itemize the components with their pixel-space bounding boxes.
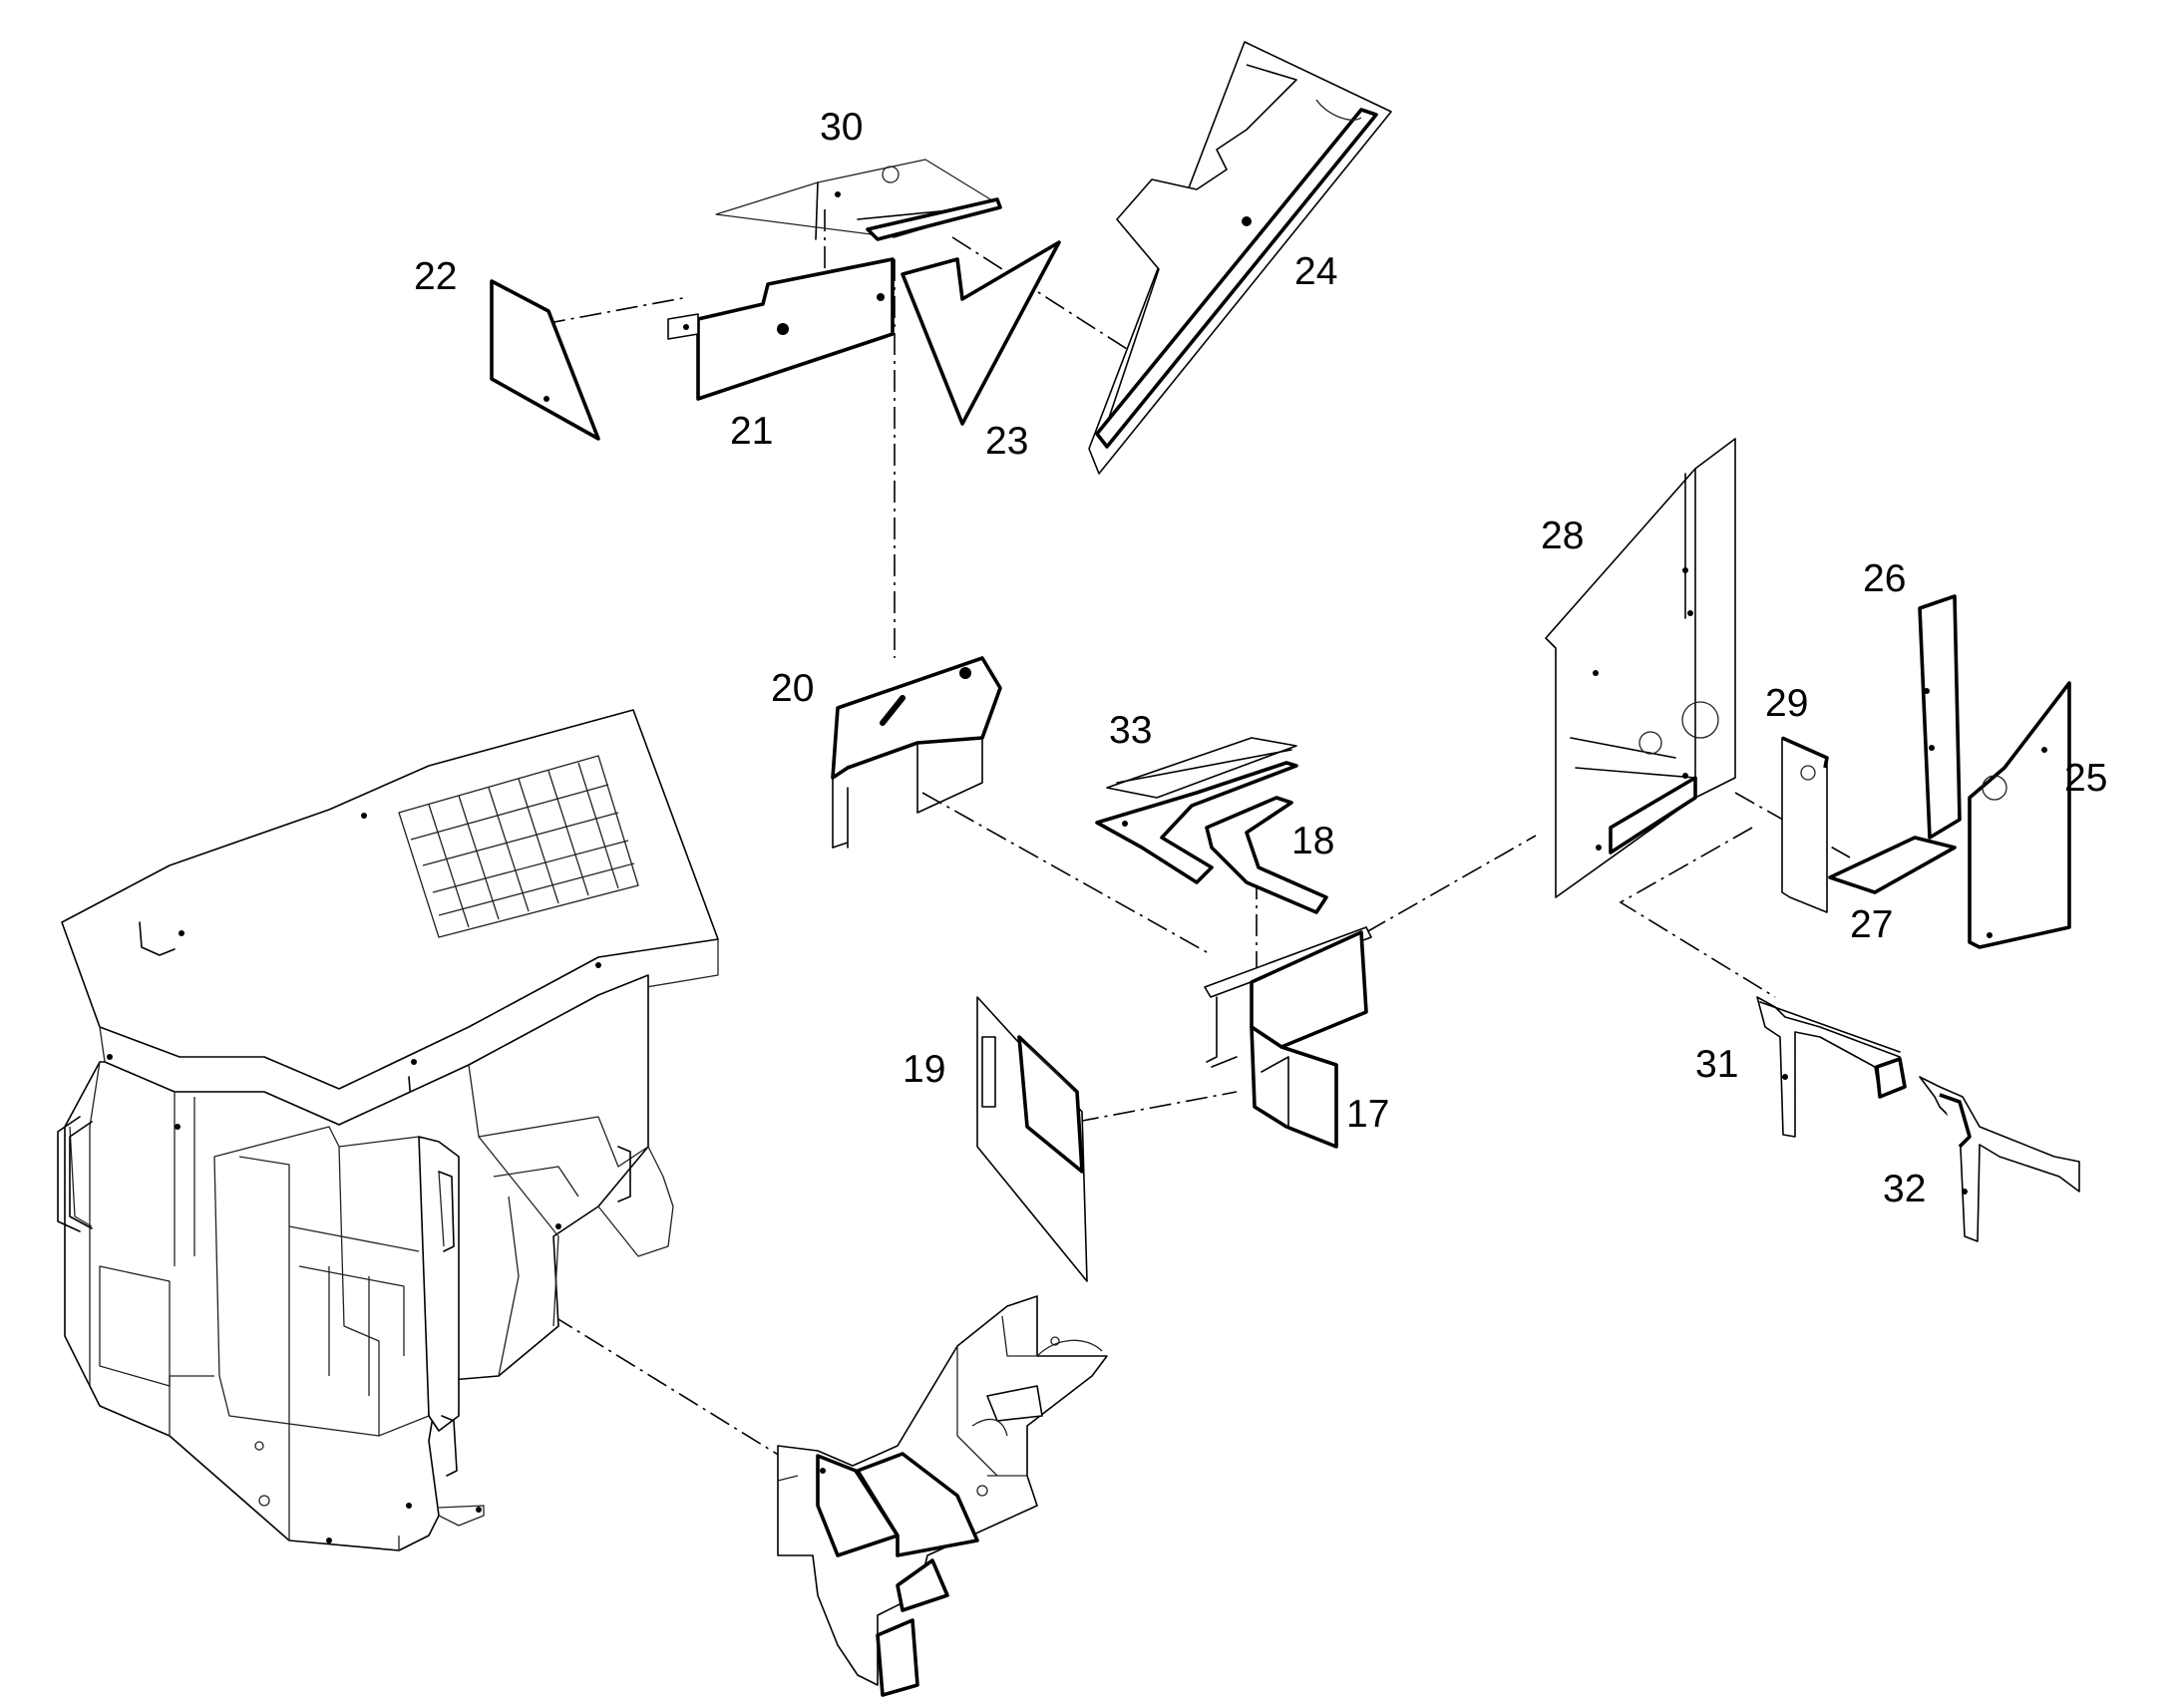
callout-33: 33: [1109, 709, 1152, 752]
callout-19: 19: [903, 1048, 945, 1091]
cab-assembly: [57, 709, 719, 1551]
callout-17: 17: [1346, 1093, 1389, 1136]
callout-29: 29: [1765, 682, 1808, 725]
roof-vent-grille: [398, 755, 639, 938]
part-29-strip: [1781, 736, 1829, 913]
leader-lines: [543, 209, 1851, 1465]
callout-23: 23: [985, 420, 1028, 463]
callout-30: 30: [820, 106, 863, 149]
callout-22: 22: [414, 255, 457, 298]
callout-28: 28: [1541, 514, 1584, 557]
callout-26: 26: [1863, 557, 1906, 600]
callout-27: 27: [1850, 903, 1893, 946]
part-18-panel: [1095, 761, 1328, 914]
part-25-panel: [1968, 681, 2071, 949]
part-17-duct: [1204, 926, 1372, 1149]
part-23-panel: [901, 240, 1061, 426]
part-33-strip: [1106, 737, 1297, 799]
part-28-panel: [1545, 438, 1736, 898]
callout-32: 32: [1883, 1168, 1926, 1210]
part-31-bracket: [1756, 996, 1907, 1138]
part-19-panel: [976, 996, 1088, 1282]
part-24-channel: [1088, 41, 1392, 475]
callout-21: 21: [730, 410, 773, 453]
part-20-bracket: [831, 656, 1002, 849]
assembled-trim: [777, 1295, 1108, 1697]
part-21-panel: [667, 257, 895, 401]
callout-25: 25: [2064, 757, 2107, 800]
callout-20: 20: [771, 667, 814, 710]
part-22-panel: [490, 279, 600, 441]
part-30-panel: [715, 159, 1002, 241]
part-27-plate: [1828, 836, 1957, 894]
callout-18: 18: [1291, 820, 1334, 862]
callout-24: 24: [1294, 250, 1337, 293]
callout-labels: 17 18 19 20 21 22 23 24 25 26 27 28 29 3…: [414, 106, 2107, 1210]
part-26-strip: [1918, 594, 1962, 840]
part-32-bracket: [1919, 1076, 2080, 1242]
callout-31: 31: [1695, 1043, 1738, 1086]
